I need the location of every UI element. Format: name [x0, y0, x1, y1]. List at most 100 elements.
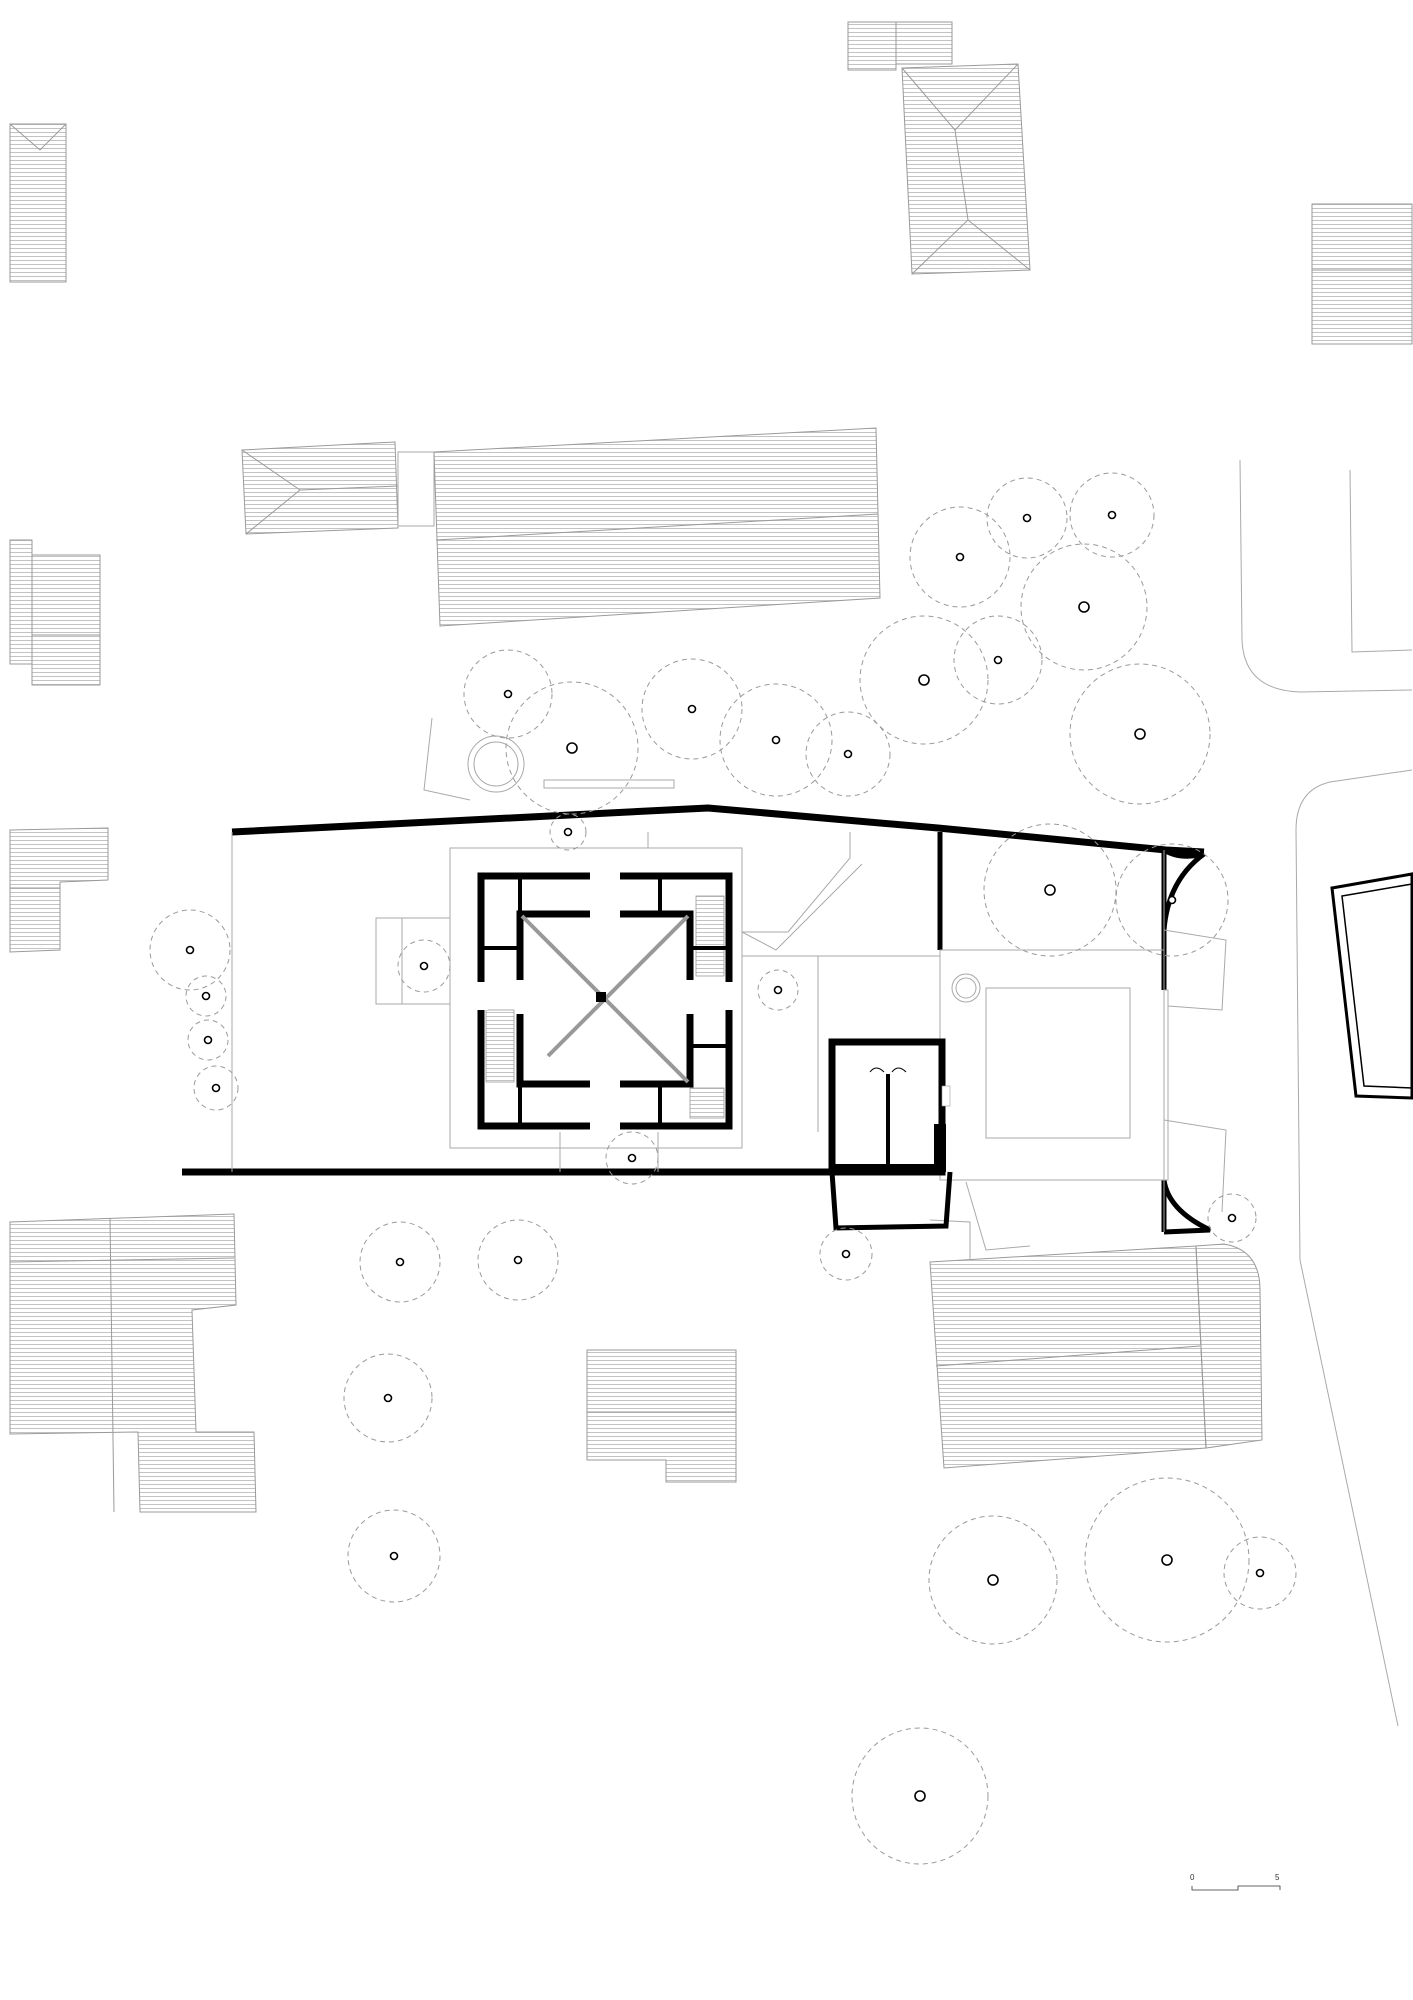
- tree: [1069, 472, 1155, 558]
- tree-trunk: [771, 735, 781, 745]
- neighbour-building-top-left: [9, 123, 67, 283]
- tree-trunk: [383, 1393, 393, 1403]
- tree-trunk: [211, 1083, 221, 1093]
- tree-canopy: [1069, 472, 1155, 558]
- tree: [477, 1219, 559, 1301]
- tree-canopy: [187, 1019, 229, 1061]
- tree-trunk: [513, 1255, 523, 1265]
- tree-trunk: [1022, 513, 1032, 523]
- neighbour-building-east-frame: [1330, 872, 1413, 1100]
- tree-canopy: [983, 823, 1117, 957]
- site-boundary: [182, 804, 1212, 1235]
- tree-trunk: [503, 689, 513, 699]
- road-edges: [423, 459, 1413, 1727]
- tree-canopy: [641, 658, 743, 760]
- stair-right: [689, 895, 725, 1119]
- tree: [397, 939, 451, 993]
- tree: [757, 969, 799, 1011]
- tree: [953, 615, 1043, 705]
- tree-trunk: [993, 655, 1003, 665]
- tree-trunk: [185, 945, 195, 955]
- neighbour-building-south-center: [586, 1349, 737, 1483]
- tree: [983, 823, 1117, 957]
- tree-canopy: [986, 477, 1068, 559]
- tree-trunk: [563, 827, 573, 837]
- tree-canopy: [909, 506, 1011, 608]
- tree-canopy: [928, 1515, 1058, 1645]
- tree-trunk: [1255, 1568, 1265, 1578]
- neighbour-building-top-right: [1311, 203, 1413, 345]
- tree: [605, 1131, 659, 1185]
- tree-canopy: [805, 711, 891, 797]
- tree: [859, 615, 989, 745]
- trees: [149, 472, 1297, 1865]
- neighbour-building-left-mid: [9, 539, 101, 686]
- scale-bar-start-label: 0: [1190, 1873, 1195, 1882]
- tree-canopy: [477, 1219, 559, 1301]
- tree: [505, 681, 639, 815]
- neighbour-building-left-west: [9, 827, 109, 953]
- tree: [463, 649, 553, 739]
- neighbour-building-long-north: [241, 427, 881, 627]
- tree-trunk: [389, 1551, 399, 1561]
- tree-canopy: [851, 1727, 989, 1865]
- tree: [641, 658, 743, 760]
- tree-canopy: [149, 909, 231, 991]
- tree-canopy: [953, 615, 1043, 705]
- annex-building: [828, 1038, 953, 1231]
- central-column: [596, 992, 606, 1002]
- scale-bar-end-label: 5: [1275, 1873, 1280, 1882]
- tree-canopy: [605, 1131, 659, 1185]
- tree-canopy: [1020, 543, 1148, 671]
- tree-trunk: [914, 1790, 926, 1802]
- tree: [986, 477, 1068, 559]
- tree-trunk: [203, 1035, 213, 1045]
- tree-trunk: [419, 961, 429, 971]
- tree-canopy: [549, 813, 587, 851]
- tree-canopy: [859, 615, 989, 745]
- tree-canopy: [757, 969, 799, 1011]
- tree-trunk: [1107, 510, 1117, 520]
- tree-canopy: [347, 1509, 441, 1603]
- tree: [805, 711, 891, 797]
- tree-canopy: [1207, 1193, 1257, 1243]
- tree-trunk: [1167, 895, 1177, 905]
- tree: [1115, 843, 1229, 957]
- tree-trunk: [687, 704, 697, 714]
- tree: [347, 1509, 441, 1603]
- tree: [909, 506, 1011, 608]
- tree-canopy: [1223, 1536, 1297, 1610]
- tree-canopy: [1069, 663, 1211, 805]
- tree-trunk: [566, 742, 578, 754]
- neighbour-building-top-small: [847, 21, 953, 71]
- tree: [851, 1727, 989, 1865]
- stair-left: [485, 1009, 515, 1083]
- tree-trunk: [1134, 728, 1146, 740]
- tree-trunk: [1044, 884, 1056, 896]
- tree-canopy: [1115, 843, 1229, 957]
- tree-canopy: [185, 975, 227, 1017]
- tree: [928, 1515, 1058, 1645]
- tree-trunk: [1161, 1554, 1173, 1566]
- tree: [719, 683, 833, 797]
- tree-trunk: [955, 552, 965, 562]
- tree-trunk: [773, 985, 783, 995]
- tree-trunk: [627, 1153, 637, 1163]
- tree-trunk: [841, 1249, 851, 1259]
- tree: [1223, 1536, 1297, 1610]
- tree-trunk: [201, 991, 211, 1001]
- tree: [549, 813, 587, 851]
- tree-canopy: [193, 1065, 239, 1111]
- main-house: [476, 872, 734, 1130]
- neighbour-building-top-hipped: [901, 63, 1031, 275]
- neighbour-building-southwest: [9, 1213, 257, 1513]
- neighbour-building-southeast: [929, 1243, 1263, 1469]
- scale-bar: 0 5: [1190, 1873, 1281, 1891]
- tree-canopy: [463, 649, 553, 739]
- tree-canopy: [505, 681, 639, 815]
- tree: [343, 1353, 433, 1443]
- tree: [1207, 1193, 1257, 1243]
- tree: [187, 1019, 229, 1061]
- tree-canopy: [343, 1353, 433, 1443]
